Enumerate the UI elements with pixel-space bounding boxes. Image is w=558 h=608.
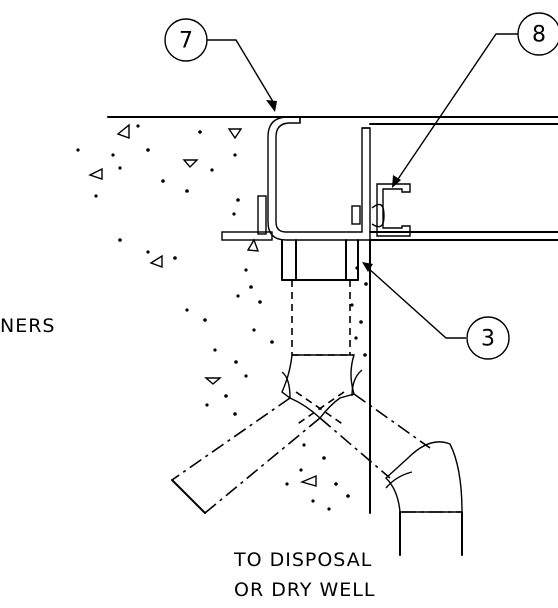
left-branch-pipe <box>171 397 321 514</box>
pipe-riser <box>291 280 351 355</box>
leader-8-arrow <box>392 175 401 188</box>
callout-8-text: 8 <box>532 23 546 48</box>
wye-fitting <box>281 354 363 426</box>
outlet-stub <box>281 239 359 281</box>
drain-channel <box>267 116 371 241</box>
edge-clip <box>351 183 411 237</box>
outlet-pipe <box>399 511 463 556</box>
callout-7: 7 <box>164 18 208 62</box>
concrete-stipple <box>76 124 368 511</box>
callout-8: 8 <box>517 12 558 56</box>
leader-7 <box>207 39 276 106</box>
right-branch-pipe <box>319 393 431 479</box>
leader-7-arrow <box>266 100 277 112</box>
callout-3: 3 <box>466 316 510 360</box>
disposal-label-line2: OR DRY WELL <box>234 579 375 601</box>
leader-3-arrow <box>362 262 373 272</box>
grate-rails <box>369 123 558 241</box>
callout-7-text: 7 <box>179 29 193 54</box>
elbow-fitting <box>384 441 463 513</box>
callout-3-text: 3 <box>481 327 495 352</box>
disposal-label-line1: TO DISPOSAL <box>233 549 372 571</box>
leader-8 <box>395 33 518 183</box>
aggregate-triangles <box>88 123 317 487</box>
side-label-partial: NERS <box>0 315 55 337</box>
leader-3 <box>367 267 466 339</box>
left-flange <box>221 195 273 241</box>
